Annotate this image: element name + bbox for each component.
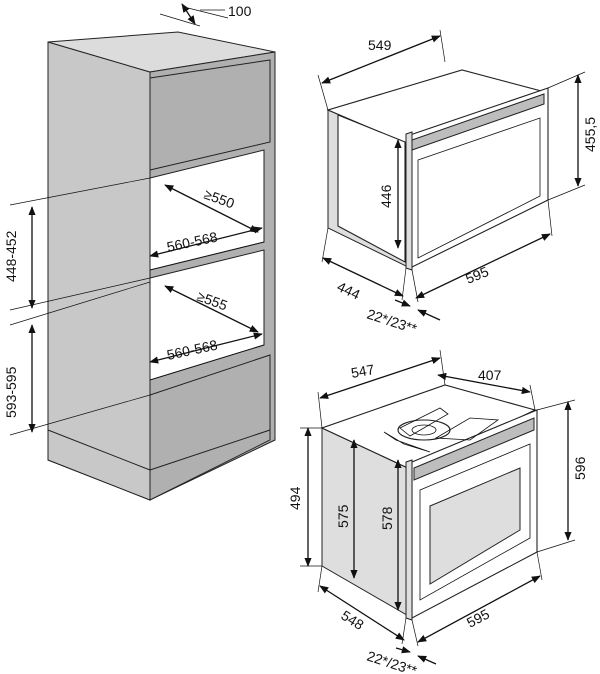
dim-label-height-lower: 593-595 (3, 366, 19, 418)
compact-appliance (326, 69, 549, 271)
oven-appliance (320, 384, 538, 621)
cabinet-side-panel (47, 41, 151, 501)
dim-top-depth: 100 (159, 3, 252, 27)
dim-label-compact-front-height: 446 (378, 184, 394, 208)
dim-label-oven-front-height: 578 (379, 506, 395, 530)
dim-label-oven-top-inner: 407 (478, 367, 502, 383)
dim-label-oven-height: 596 (572, 456, 588, 480)
cabinet-upper-panel (149, 59, 271, 171)
dim-label-compact-width-bottom: 595 (463, 263, 491, 287)
dim-label-compact-height: 455,5 (582, 117, 598, 152)
cabinet-plinth-front (149, 429, 271, 501)
dim-label-oven-inner-height: 575 (335, 504, 351, 528)
dim-label-oven-door-offset: 22*/23** (365, 648, 419, 674)
dim-label-compact-door-offset: 22*/23** (365, 306, 419, 337)
dim-label-oven-width-bottom: 595 (464, 605, 492, 630)
dim-label-oven-body-height: 494 (287, 486, 303, 510)
oven-door-frame (419, 443, 531, 601)
dim-label-compact-width-top: 549 (368, 37, 392, 53)
dim-label-height-upper: 448-452 (3, 230, 19, 282)
dim-label-compact-depth: 444 (335, 278, 363, 302)
burner-icon (383, 407, 500, 453)
dim-vertical-left: 448-452 593-595 (3, 177, 151, 436)
dim-label-top-depth: 100 (228, 3, 252, 19)
dim-label-oven-width-top: 547 (350, 361, 376, 381)
tall-cabinet (47, 31, 276, 501)
oven-control-strip (413, 417, 535, 481)
oven-door-window (429, 467, 521, 585)
compact-door-window (417, 117, 541, 259)
dim-label-oven-depth: 548 (338, 607, 366, 633)
